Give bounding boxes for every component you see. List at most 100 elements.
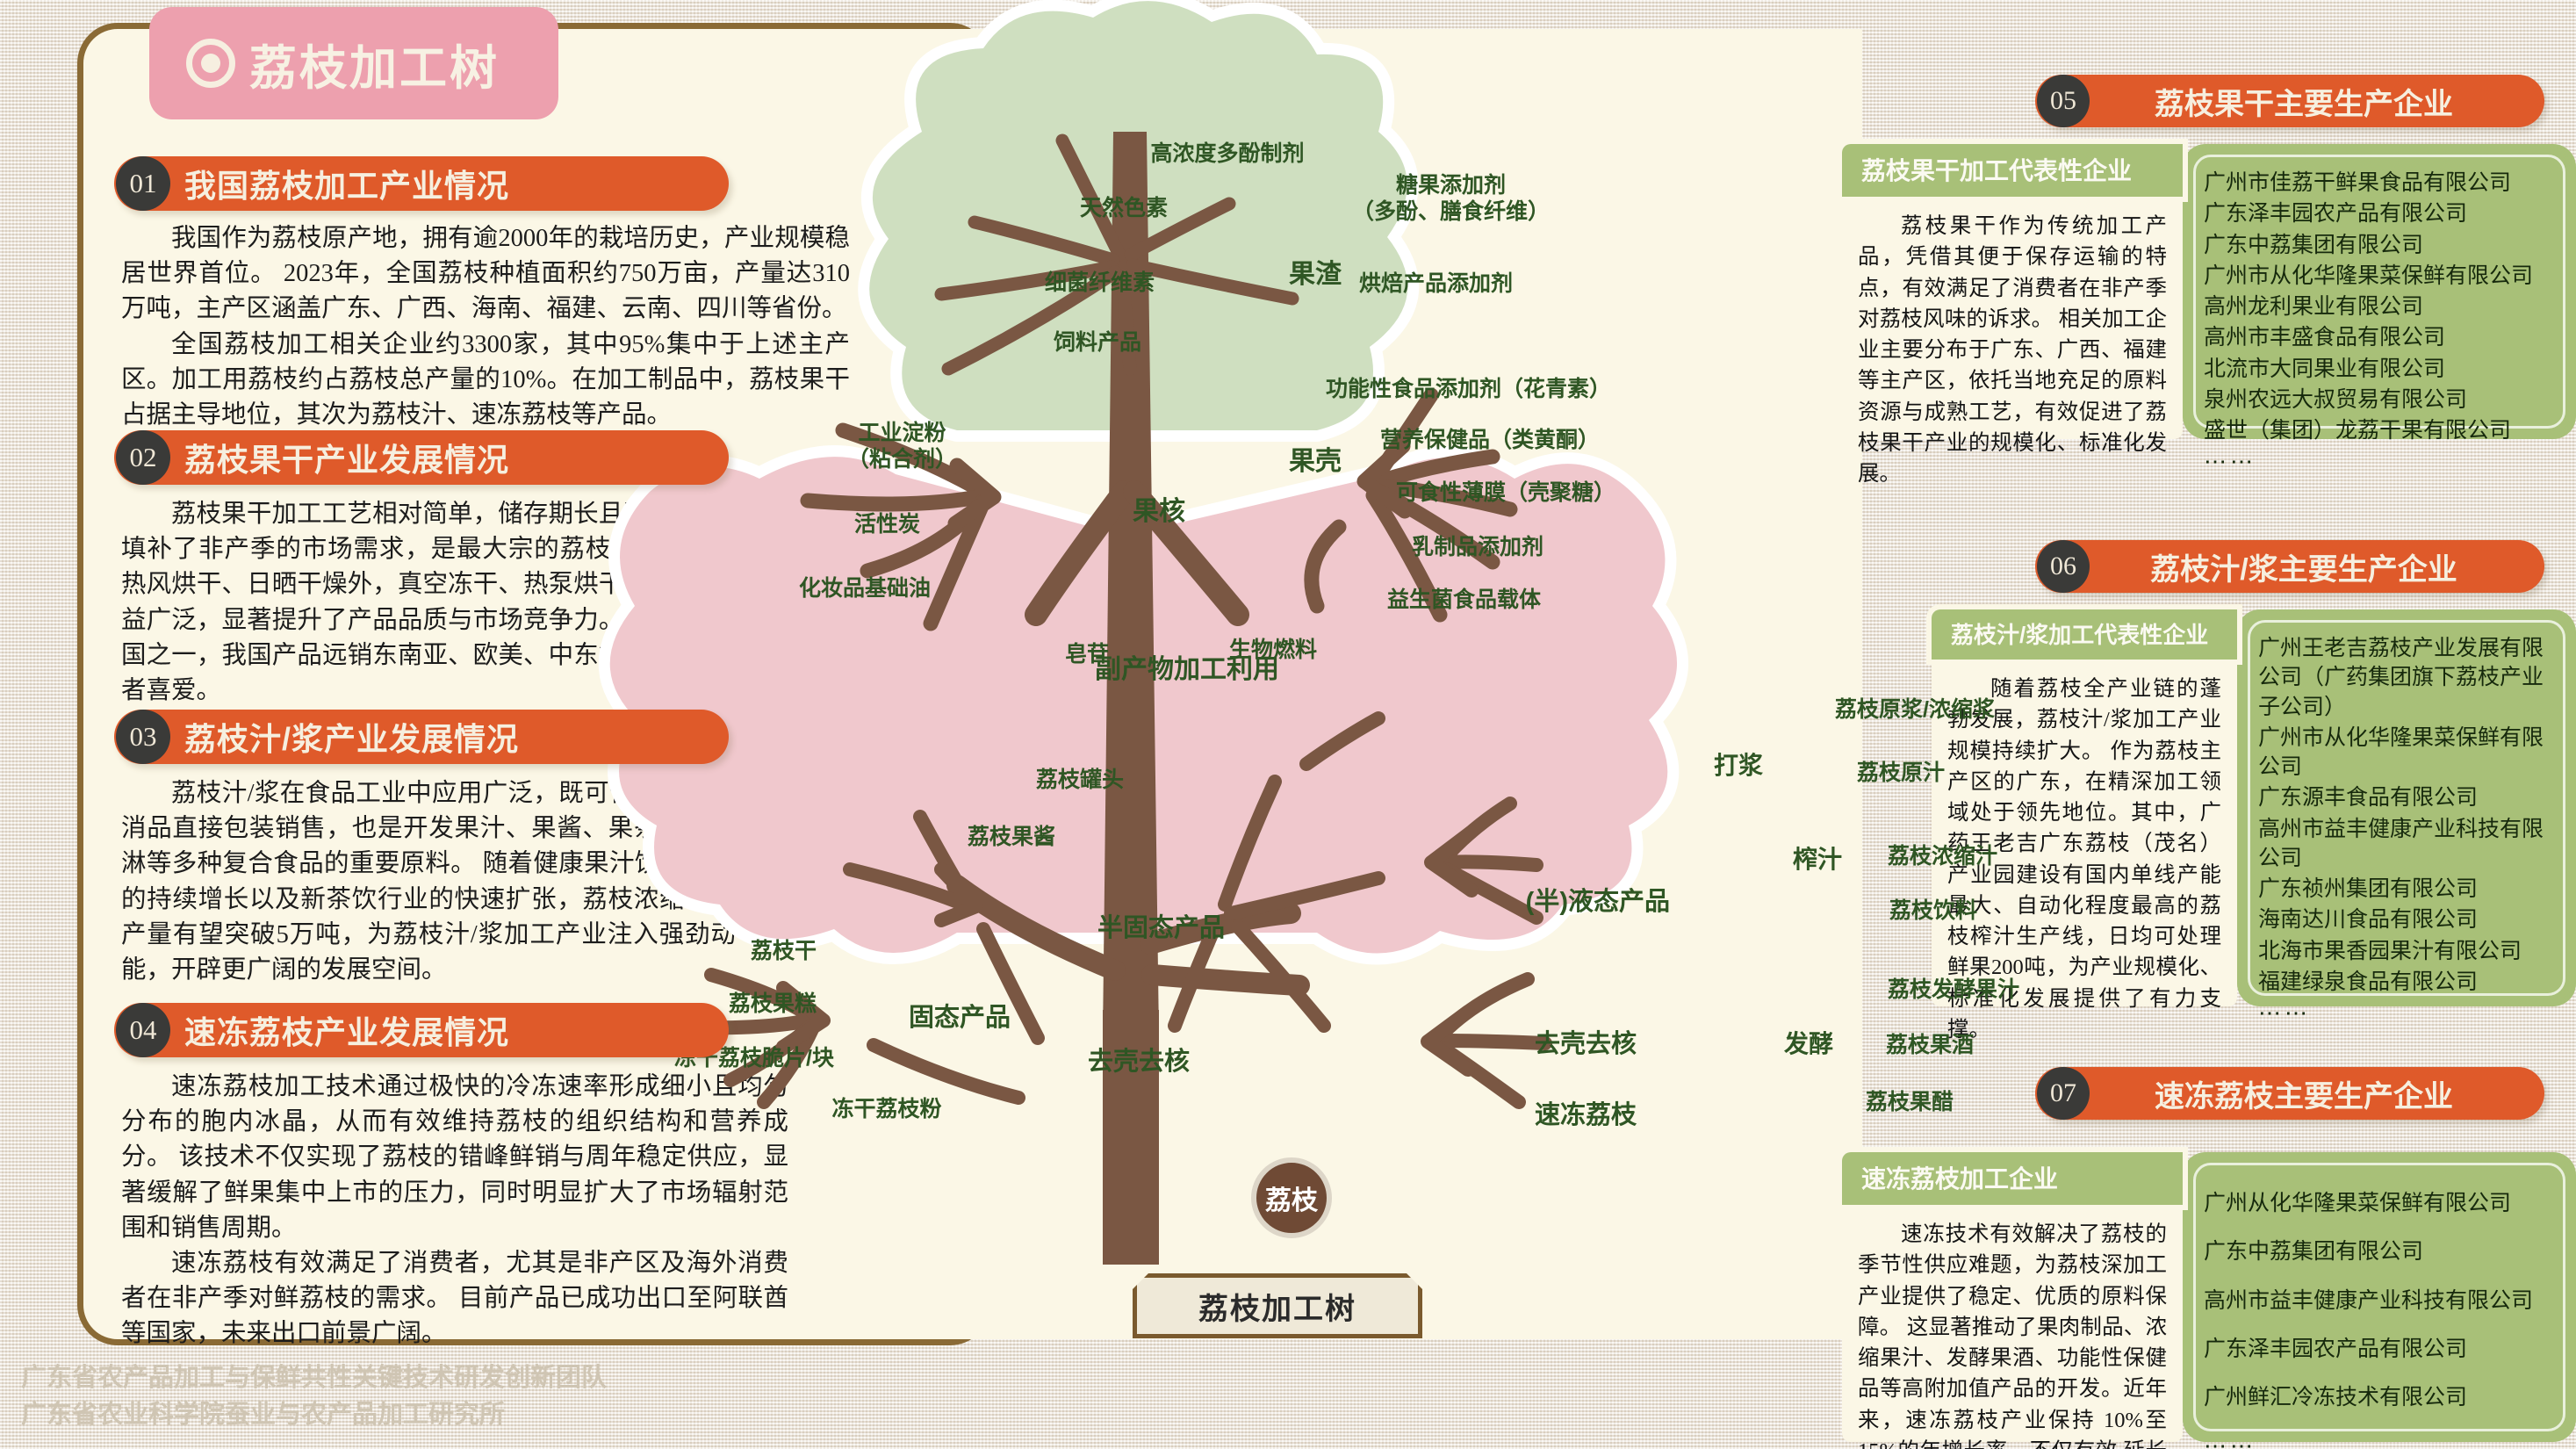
tree-label-semisolid-item-1: 荔枝罐头: [1035, 768, 1125, 792]
section-03-paragraph-1: 荔枝汁/浆在食品工业中应用广泛，既可作为终端快消品直接包装销售，也是开发果汁、果…: [121, 780, 736, 984]
footer-credits: 广东省农产品加工与保鲜共性关键技术研发创新团队 广东省农业科学院蚕业与农产品加工…: [21, 1359, 607, 1433]
company-item: 广东中荔集团有限公司: [2204, 233, 2424, 257]
tree-node-kernel: 果核: [1133, 497, 1185, 526]
company-item: 广州市从化华隆果菜保鲜有限公司: [2258, 725, 2544, 779]
tree-label-pomace-item-4: 饲料产品: [1053, 330, 1141, 355]
tree-node-juicing: 榨汁: [1793, 846, 1843, 873]
solid-arrowhead: [776, 981, 831, 1054]
tree-label-solid-item-4: 冻干荔枝粉: [831, 1097, 942, 1121]
company-item: 广州市佳荔干鲜果食品有限公司: [2204, 171, 2512, 195]
tree-label-kernel-item-2: 活性炭: [853, 512, 920, 537]
right-panel-caption-06: 荔枝汁/浆加工代表性企业: [1932, 609, 2237, 660]
section-header-04[interactable]: 04 速冻荔枝产业发展情况: [114, 1003, 729, 1057]
semisolid-branch-jam: [843, 862, 971, 912]
right-panel-number-06: 06: [2037, 540, 2090, 593]
company-list-more-05: ⋯⋯: [2204, 449, 2256, 475]
company-item: 北海市果香园果汁有限公司: [2258, 939, 2522, 963]
shell-branch-5: [1365, 487, 1448, 623]
tree-label-shell-item-6: 生物燃料: [1229, 638, 1318, 662]
right-panel-header-05[interactable]: 05 荔枝果干主要生产企业: [2035, 75, 2544, 127]
section-header-03[interactable]: 03 荔枝汁/浆产业发展情况: [114, 710, 729, 764]
tree-label-ferment-item-3: 荔枝果醋: [1866, 1090, 1954, 1114]
tree-label-solid-item-2: 荔枝果糕: [728, 991, 817, 1016]
tree-label-juicing-item-2: 荔枝浓缩汁: [1888, 844, 1998, 869]
right-panel-number-05: 05: [2037, 75, 2090, 127]
juicing-arrowhead: [1424, 825, 1479, 898]
tree-label-pomace-item-3: 细菌纤维素: [1044, 270, 1155, 295]
company-item: 广东中荔集团有限公司: [2204, 1240, 2424, 1265]
tree-root-node: 荔枝: [1251, 1157, 1332, 1238]
tree-label-kernel-item-4: 皂苷: [1064, 642, 1110, 667]
company-item: 高州市益丰健康产业科技有限公司: [2204, 1288, 2534, 1313]
juicing-branch-2: [1440, 854, 1543, 872]
section-number-04: 04: [116, 1003, 170, 1057]
tree-caption-box: 荔枝加工树: [1133, 1273, 1422, 1338]
semisolid-arrowhead: [934, 862, 983, 927]
tree-node-deshell-right: 去壳去核: [1535, 1030, 1637, 1058]
company-item: 广州鲜汇冷冻技术有限公司: [2204, 1386, 2468, 1409]
tree-label-shell-item-2: 营养保健品（类黄酮）: [1380, 428, 1601, 452]
pomace-branch-6: [1126, 258, 1299, 306]
tree-trunk: [1103, 132, 1159, 1036]
tree-trunk-base: [1103, 1010, 1159, 1265]
right-panel-body-07: 速冻荔枝加工企业 速冻技术有效解决了荔枝的季节性供应难题，为荔枝深加工产业提供了…: [1842, 1152, 2576, 1449]
footer-line-2: 广东省农业科学院蚕业与农产品加工研究所: [21, 1400, 506, 1429]
right-panel-company-list-07: 广州从化华隆果菜保鲜有限公司 广东中荔集团有限公司 高州市益丰健康产业科技有限公…: [2183, 1152, 2576, 1449]
right-panel-desc-07: 速冻荔枝加工企业 速冻技术有效解决了荔枝的季节性供应难题，为荔枝深加工产业提供了…: [1842, 1152, 2183, 1449]
section-title-04: 速冻荔枝产业发展情况: [184, 1014, 510, 1050]
tree-label-shell-item-1: 功能性食品添加剂（花青素）: [1326, 377, 1612, 401]
shell-branch-2: [1372, 449, 1500, 489]
tree-label-juicing-item-1: 荔枝原汁: [1857, 761, 1946, 785]
right-panel-number-07: 07: [2037, 1067, 2090, 1120]
pomace-branch-1: [1055, 133, 1126, 262]
pomace-branch-2: [968, 215, 1120, 267]
company-list-more-06: ⋯⋯: [2258, 1000, 2311, 1026]
company-item: 福建绿泉食品有限公司: [2258, 970, 2479, 994]
right-panel-header-06[interactable]: 06 荔枝汁/浆主要生产企业: [2035, 540, 2544, 593]
section-header-02[interactable]: 02 荔枝果干产业发展情况: [114, 430, 729, 485]
right-panel-company-list-05: 广州市佳荔干鲜果食品有限公司 广东泽丰园农产品有限公司 广东中荔集团有限公司 广…: [2183, 144, 2576, 474]
section-header-01[interactable]: 01 我国荔枝加工产业情况: [114, 156, 729, 211]
trunk-branch-right: [1123, 480, 1249, 626]
shell-stem: [1304, 519, 1347, 614]
company-list-more-07: ⋯⋯: [2204, 1433, 2256, 1449]
tree-label-juicing-item-3: 荔枝饮料: [1889, 898, 1978, 923]
section-body-03: 荔枝汁/浆在食品工业中应用广泛，既可作为终端快消品直接包装销售，也是开发果汁、果…: [121, 776, 736, 988]
trunk-branch-left: [1025, 480, 1135, 626]
pulping-tip: [1299, 711, 1385, 771]
tree-node-quick-frozen: 速冻荔枝: [1535, 1101, 1637, 1129]
company-item: 高州市丰盛食品有限公司: [2204, 326, 2446, 350]
footer-line-1: 广东省农产品加工与保鲜共性关键技术研发创新团队: [21, 1363, 608, 1392]
lychee-processing-tree-diagram: [598, 0, 1688, 1265]
tree-label-pomace-item-2: 天然色素: [1079, 196, 1168, 220]
company-item: 北流市大同果业有限公司: [2204, 357, 2446, 381]
section-body-04: 速冻荔枝加工技术通过极快的冷冻速率形成细小且均匀分布的胞内冰晶，从而有效维持荔枝…: [121, 1070, 788, 1352]
company-item: 广东祯州集团有限公司: [2258, 877, 2479, 901]
solid-to-deshell: [867, 1038, 1025, 1105]
tree-label-ferment-item-2: 荔枝果酒: [1886, 1033, 1975, 1057]
section-number-03: 03: [116, 710, 170, 764]
liquid-branch-ferment: [1231, 919, 1331, 1033]
tree-label-shell-item-4: 乳制品添加剂: [1412, 535, 1544, 559]
right-panel-body-06: 荔枝汁/浆加工代表性企业 随着荔枝全产业链的蓬勃发展，荔枝汁/浆加工产业规模持续…: [1932, 609, 2576, 1042]
section-body-01: 我国作为荔枝原产地，拥有逾2000年的栽培历史，产业规模稳居世界首位。 2023…: [121, 221, 850, 433]
tree-label-semisolid-item-2: 荔枝果酱: [967, 825, 1056, 849]
right-panel-title-06: 荔枝汁/浆主要生产企业: [2150, 552, 2457, 587]
kernel-arrowhead: [947, 458, 1002, 531]
right-panel-caption-05: 荔枝果干加工代表性企业: [1842, 144, 2183, 197]
company-item: 广州王老吉荔枝产业发展有限公司（广药集团旗下荔枝产业子公司）: [2258, 637, 2544, 719]
ferment-arrowhead: [1421, 1005, 1475, 1077]
right-panel-desc-06: 荔枝汁/浆加工代表性企业 随着荔枝全产业链的蓬勃发展，荔枝汁/浆加工产业规模持续…: [1932, 609, 2237, 1042]
tree-label-solid-item-1: 荔枝干: [750, 939, 817, 963]
section-title-01: 我国荔枝加工产业情况: [184, 168, 510, 204]
right-panel-header-07[interactable]: 07 速冻荔枝主要生产企业: [2035, 1067, 2544, 1120]
tree-label-byproduct: 副产物加工利用: [1095, 655, 1279, 684]
section-04-paragraph-1: 速冻荔枝加工技术通过极快的冷冻速率形成细小且均匀分布的胞内冰晶，从而有效维持荔枝…: [121, 1073, 788, 1242]
company-item: 广东源丰食品有限公司: [2258, 786, 2479, 811]
right-panel-body-05: 荔枝果干加工代表性企业 荔枝果干作为传统加工产品，凭借其便于保存运输的特点，有效…: [1842, 144, 2576, 486]
shell-branch-3: [1371, 478, 1518, 517]
ferment-branch-2: [1438, 1034, 1552, 1050]
tree-node-liquid: (半)液态产品: [1525, 888, 1670, 916]
tree-node-pulping: 打浆: [1714, 752, 1764, 779]
pomace-branch-4: [941, 265, 1122, 376]
